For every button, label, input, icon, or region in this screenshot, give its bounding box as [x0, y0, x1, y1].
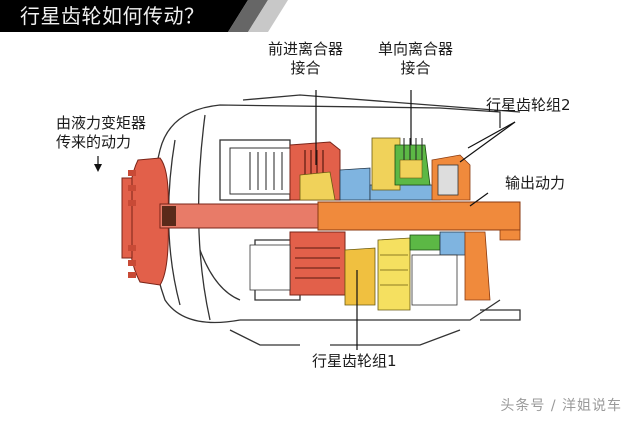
label-torque-converter-line2: 传来的动力 [56, 133, 132, 151]
lower-red-drum [289, 231, 346, 296]
oneway-clutch-yellow [371, 137, 401, 191]
label-torque-converter-line1: 由液力变矩器 [56, 114, 147, 132]
output-shaft [317, 201, 521, 231]
label-forward-clutch-line2: 接合 [290, 59, 321, 77]
blue-sun-gear-upper [339, 167, 371, 201]
page-title: 行星齿轮如何传动？ [20, 4, 205, 28]
label-torque-converter-input: 由液力变矩器 传来的动力 [56, 114, 146, 152]
watermark: 头条号 / 洋姐说车 [500, 398, 622, 414]
label-forward-clutch: 前进离合器 接合 [268, 40, 343, 78]
leader-lines [97, 90, 516, 350]
label-forward-clutch-line1: 前进离合器 [268, 40, 344, 58]
upper-clutch-pack [229, 147, 291, 195]
label-oneway-clutch-line2: 接合 [400, 59, 431, 77]
lower-clutch-pack [249, 244, 458, 306]
label-oneway-clutch: 单向离合器 接合 [378, 40, 453, 78]
label-output-power: 输出动力 [505, 174, 566, 192]
label-planetary-set-1: 行星齿轮组1 [312, 352, 397, 370]
banner-background [0, 0, 288, 32]
label-planetary-set-2: 行星齿轮组2 [486, 96, 571, 114]
planetary-set-1-ring [344, 247, 376, 306]
label-oneway-clutch-line1: 单向离合器 [378, 40, 454, 58]
title-banner: 行星齿轮如何传动？ [0, 0, 640, 32]
torque-converter-flange [121, 157, 169, 286]
input-shaft [159, 203, 321, 229]
